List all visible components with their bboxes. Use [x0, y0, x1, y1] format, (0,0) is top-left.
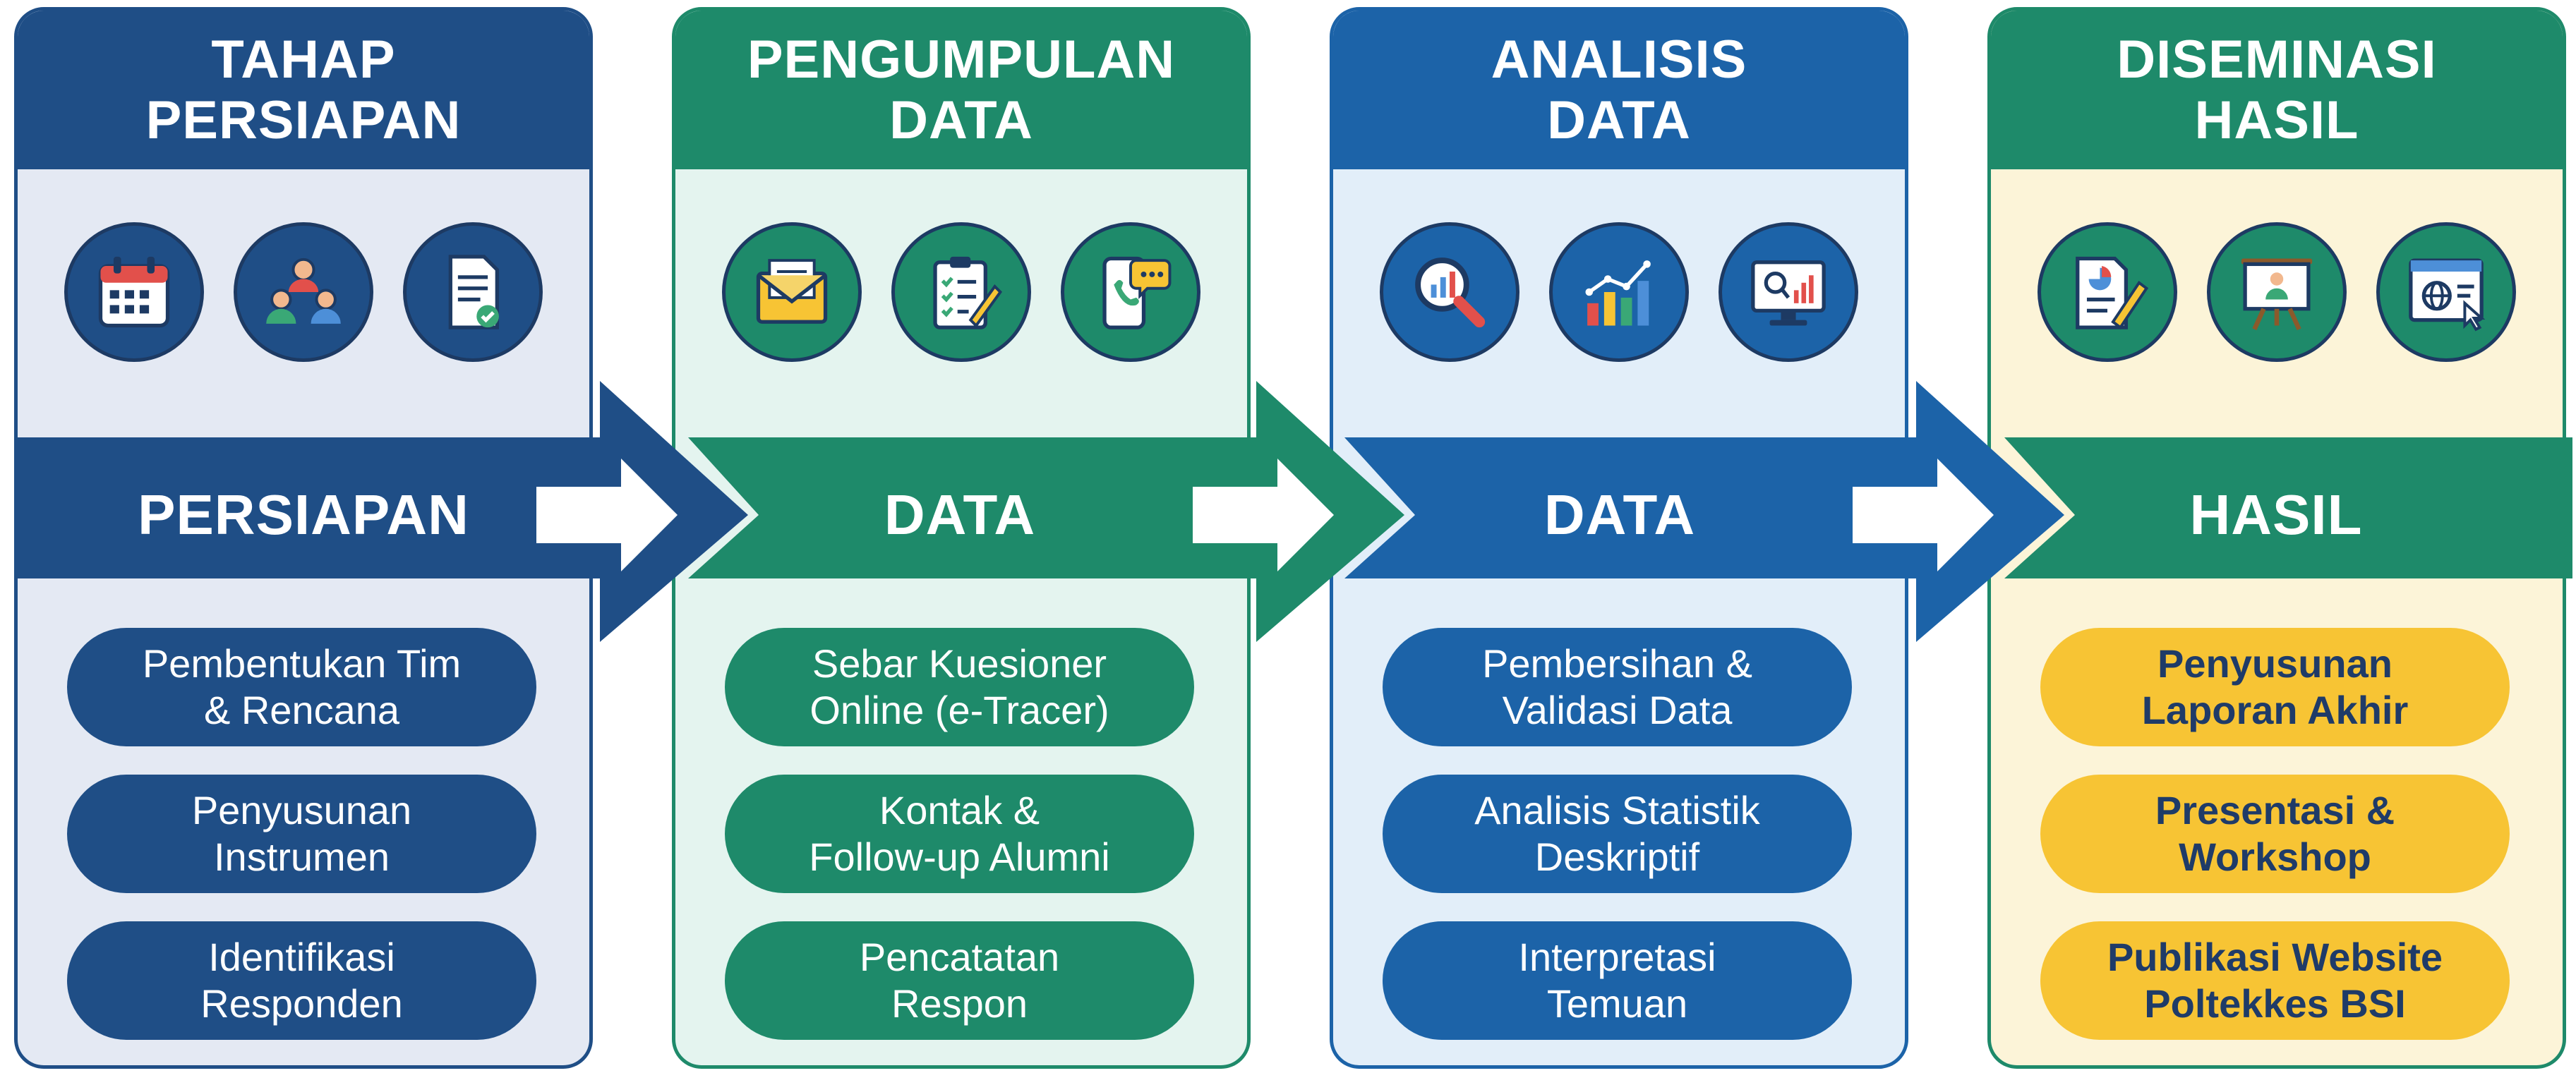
monitor-chart-icon	[1719, 222, 1858, 362]
step-pill: Analisis Statistik Deskriptif	[1383, 775, 1852, 893]
band-label-diseminasi: HASIL	[2189, 483, 2363, 546]
phone-chat-icon	[1061, 222, 1200, 362]
stage-title: DISEMINASI HASIL	[2117, 29, 2437, 150]
stage-card-analisis: ANALISIS DATA Pembersihan & Validasi Dat…	[1330, 7, 1908, 1069]
stage-items: Penyusunan Laporan Akhir Presentasi & Wo…	[2040, 628, 2510, 1065]
step-pill: Pembentukan Tim & Rencana	[67, 628, 536, 746]
stage-title: ANALISIS DATA	[1491, 29, 1747, 150]
step-pill: Publikasi Website Poltekkes BSI	[2040, 921, 2510, 1040]
band-label-pengumpulan: DATA	[884, 483, 1036, 546]
envelope-icon	[722, 222, 862, 362]
team-icon	[234, 222, 373, 362]
stage-icons	[18, 222, 589, 363]
magnifier-chart-icon	[1380, 222, 1519, 362]
step-pill: Pencatatan Respon	[725, 921, 1194, 1040]
stage-title: PENGUMPULAN DATA	[747, 29, 1176, 150]
stage-icons	[1991, 222, 2563, 363]
bar-line-chart-icon	[1549, 222, 1689, 362]
step-pill: Penyusunan Laporan Akhir	[2040, 628, 2510, 746]
band-label-persiapan: PERSIAPAN	[138, 483, 469, 546]
stage-title: TAHAP PERSIAPAN	[145, 29, 462, 150]
band-label-analisis: DATA	[1543, 483, 1696, 546]
stage-header: DISEMINASI HASIL	[1991, 11, 2563, 169]
calendar-icon	[64, 222, 204, 362]
stage-items: Pembersihan & Validasi Data Analisis Sta…	[1383, 628, 1852, 1065]
step-pill: Presentasi & Workshop	[2040, 775, 2510, 893]
step-pill: Kontak & Follow-up Alumni	[725, 775, 1194, 893]
document-check-icon	[403, 222, 543, 362]
stage-header: TAHAP PERSIAPAN	[18, 11, 589, 169]
clipboard-checklist-icon	[891, 222, 1031, 362]
report-pen-icon	[2038, 222, 2177, 362]
stage-icons	[1333, 222, 1905, 363]
stage-items: Sebar Kuesioner Online (e-Tracer) Kontak…	[725, 628, 1194, 1065]
step-pill: Interpretasi Temuan	[1383, 921, 1852, 1040]
step-pill: Identifikasi Responden	[67, 921, 536, 1040]
stage-icons	[675, 222, 1247, 363]
web-browser-icon	[2376, 222, 2516, 362]
step-pill: Sebar Kuesioner Online (e-Tracer)	[725, 628, 1194, 746]
stage-header: ANALISIS DATA	[1333, 11, 1905, 169]
stage-items: Pembentukan Tim & Rencana Penyusunan Ins…	[67, 628, 536, 1065]
step-pill: Penyusunan Instrumen	[67, 775, 536, 893]
presentation-board-icon	[2207, 222, 2347, 362]
stage-header: PENGUMPULAN DATA	[675, 11, 1247, 169]
step-pill: Pembersihan & Validasi Data	[1383, 628, 1852, 746]
